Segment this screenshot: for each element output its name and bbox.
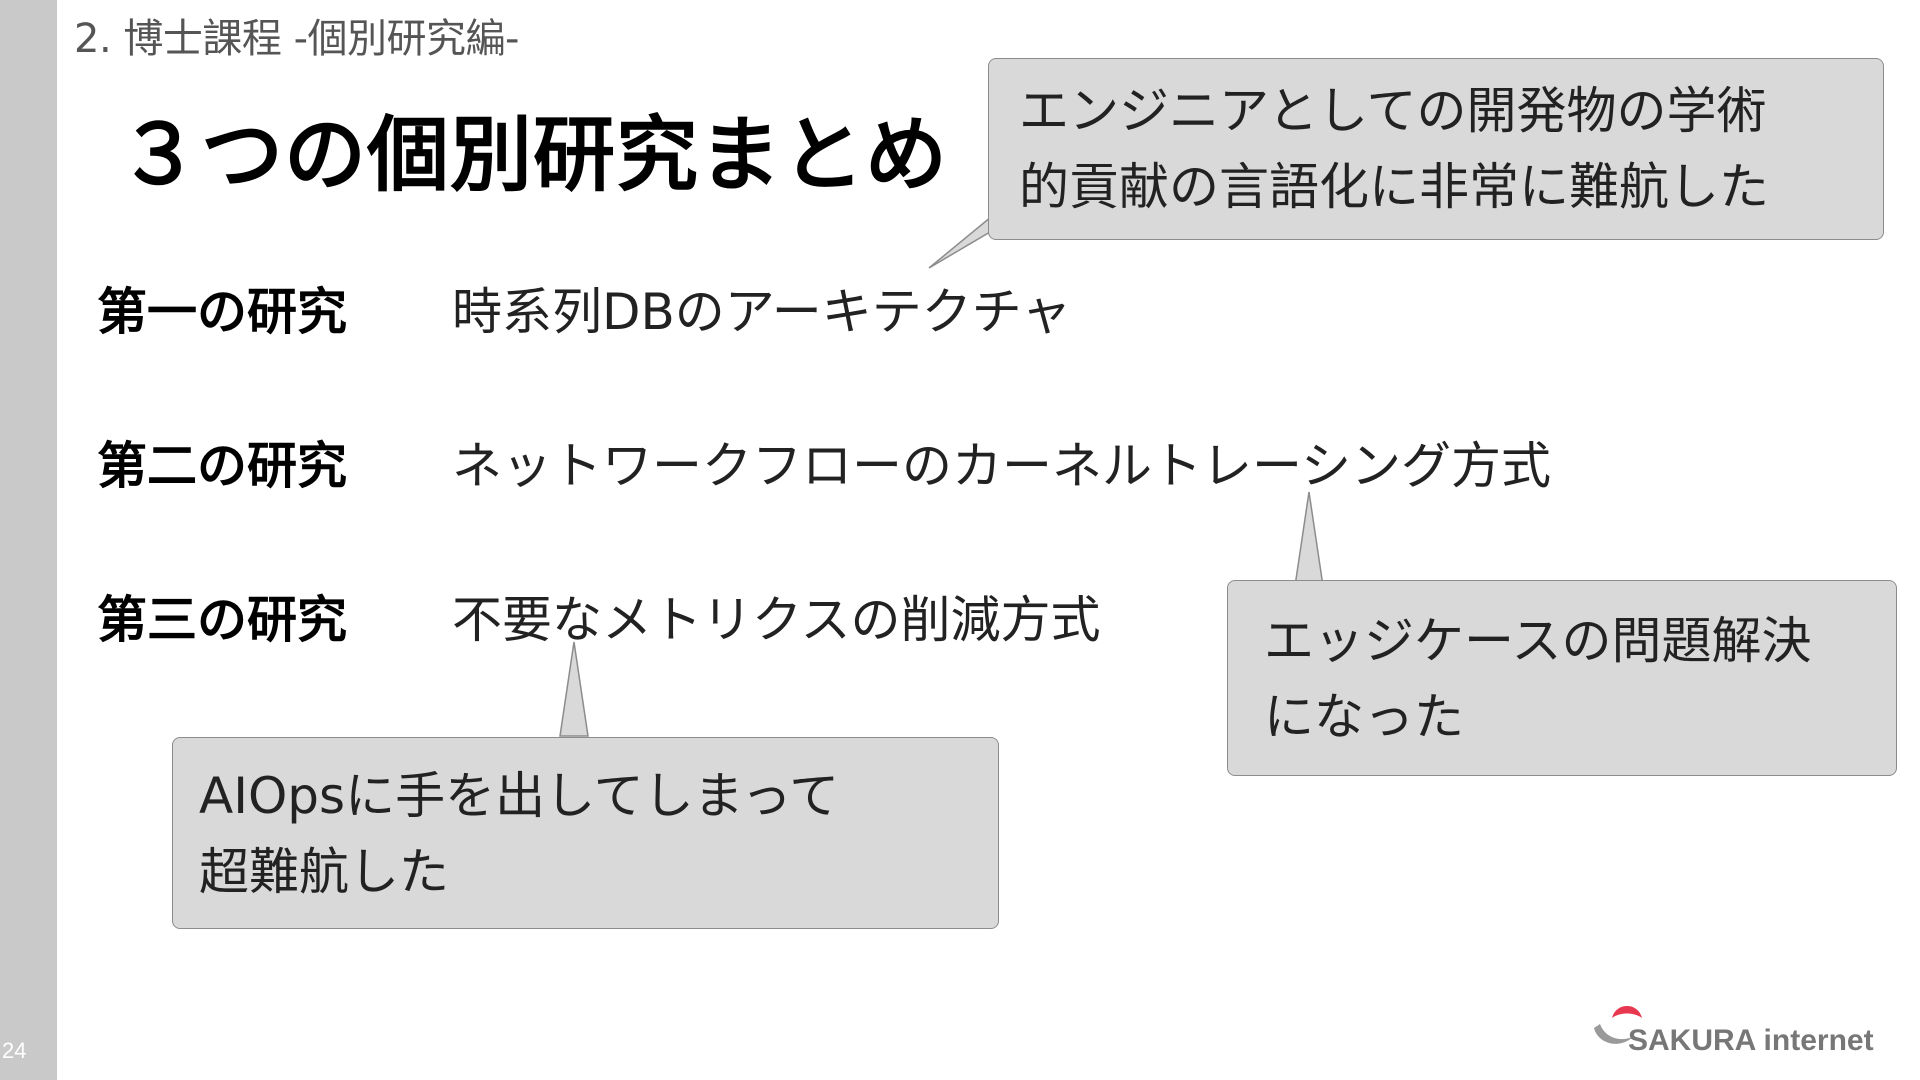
- callout-aiops-tail: [559, 641, 589, 737]
- page-number: 24: [2, 1038, 27, 1063]
- callout-aiops: AIOpsに手を出してしまって 超難航した: [172, 737, 999, 929]
- callout-aiops-line-1: AIOpsに手を出してしまって: [199, 767, 840, 825]
- sakura-logo-mark-icon: [1594, 1006, 1642, 1044]
- study-2-text: ネットワークフローのカーネルトレーシング方式: [452, 437, 1551, 495]
- slide-title: ３つの個別研究まとめ: [118, 108, 949, 203]
- callout-aiops-line-2: 超難航した: [199, 843, 449, 901]
- study-3-label: 第三の研究: [97, 591, 347, 649]
- callout-engineering-line-1: エンジニアとしての開発物の学術: [1019, 82, 1767, 140]
- callout-edge-case-line-2: になった: [1264, 688, 1464, 746]
- sakura-internet-logo: SAKURA internet: [1590, 998, 1890, 1068]
- section-breadcrumb: 2. 博士課程 -個別研究編-: [74, 16, 519, 62]
- slide-sidebar: [0, 0, 57, 1080]
- callout-edge-case: エッジケースの問題解決 になった: [1227, 580, 1897, 776]
- logo-wordmark: SAKURA internet: [1628, 1024, 1874, 1057]
- callout-engineering: エンジニアとしての開発物の学術 的貢献の言語化に非常に難航した: [988, 58, 1884, 240]
- study-1-label: 第一の研究: [97, 283, 347, 341]
- study-2-label: 第二の研究: [97, 437, 347, 495]
- callout-edge-case-line-1: エッジケースの問題解決: [1264, 612, 1812, 670]
- callout-edge-case-tail: [1294, 491, 1324, 587]
- study-3-text: 不要なメトリクスの削減方式: [452, 591, 1101, 649]
- callout-engineering-line-2: 的貢献の言語化に非常に難航した: [1019, 158, 1769, 216]
- study-1-text: 時系列DBのアーキテクチャ: [452, 283, 1072, 341]
